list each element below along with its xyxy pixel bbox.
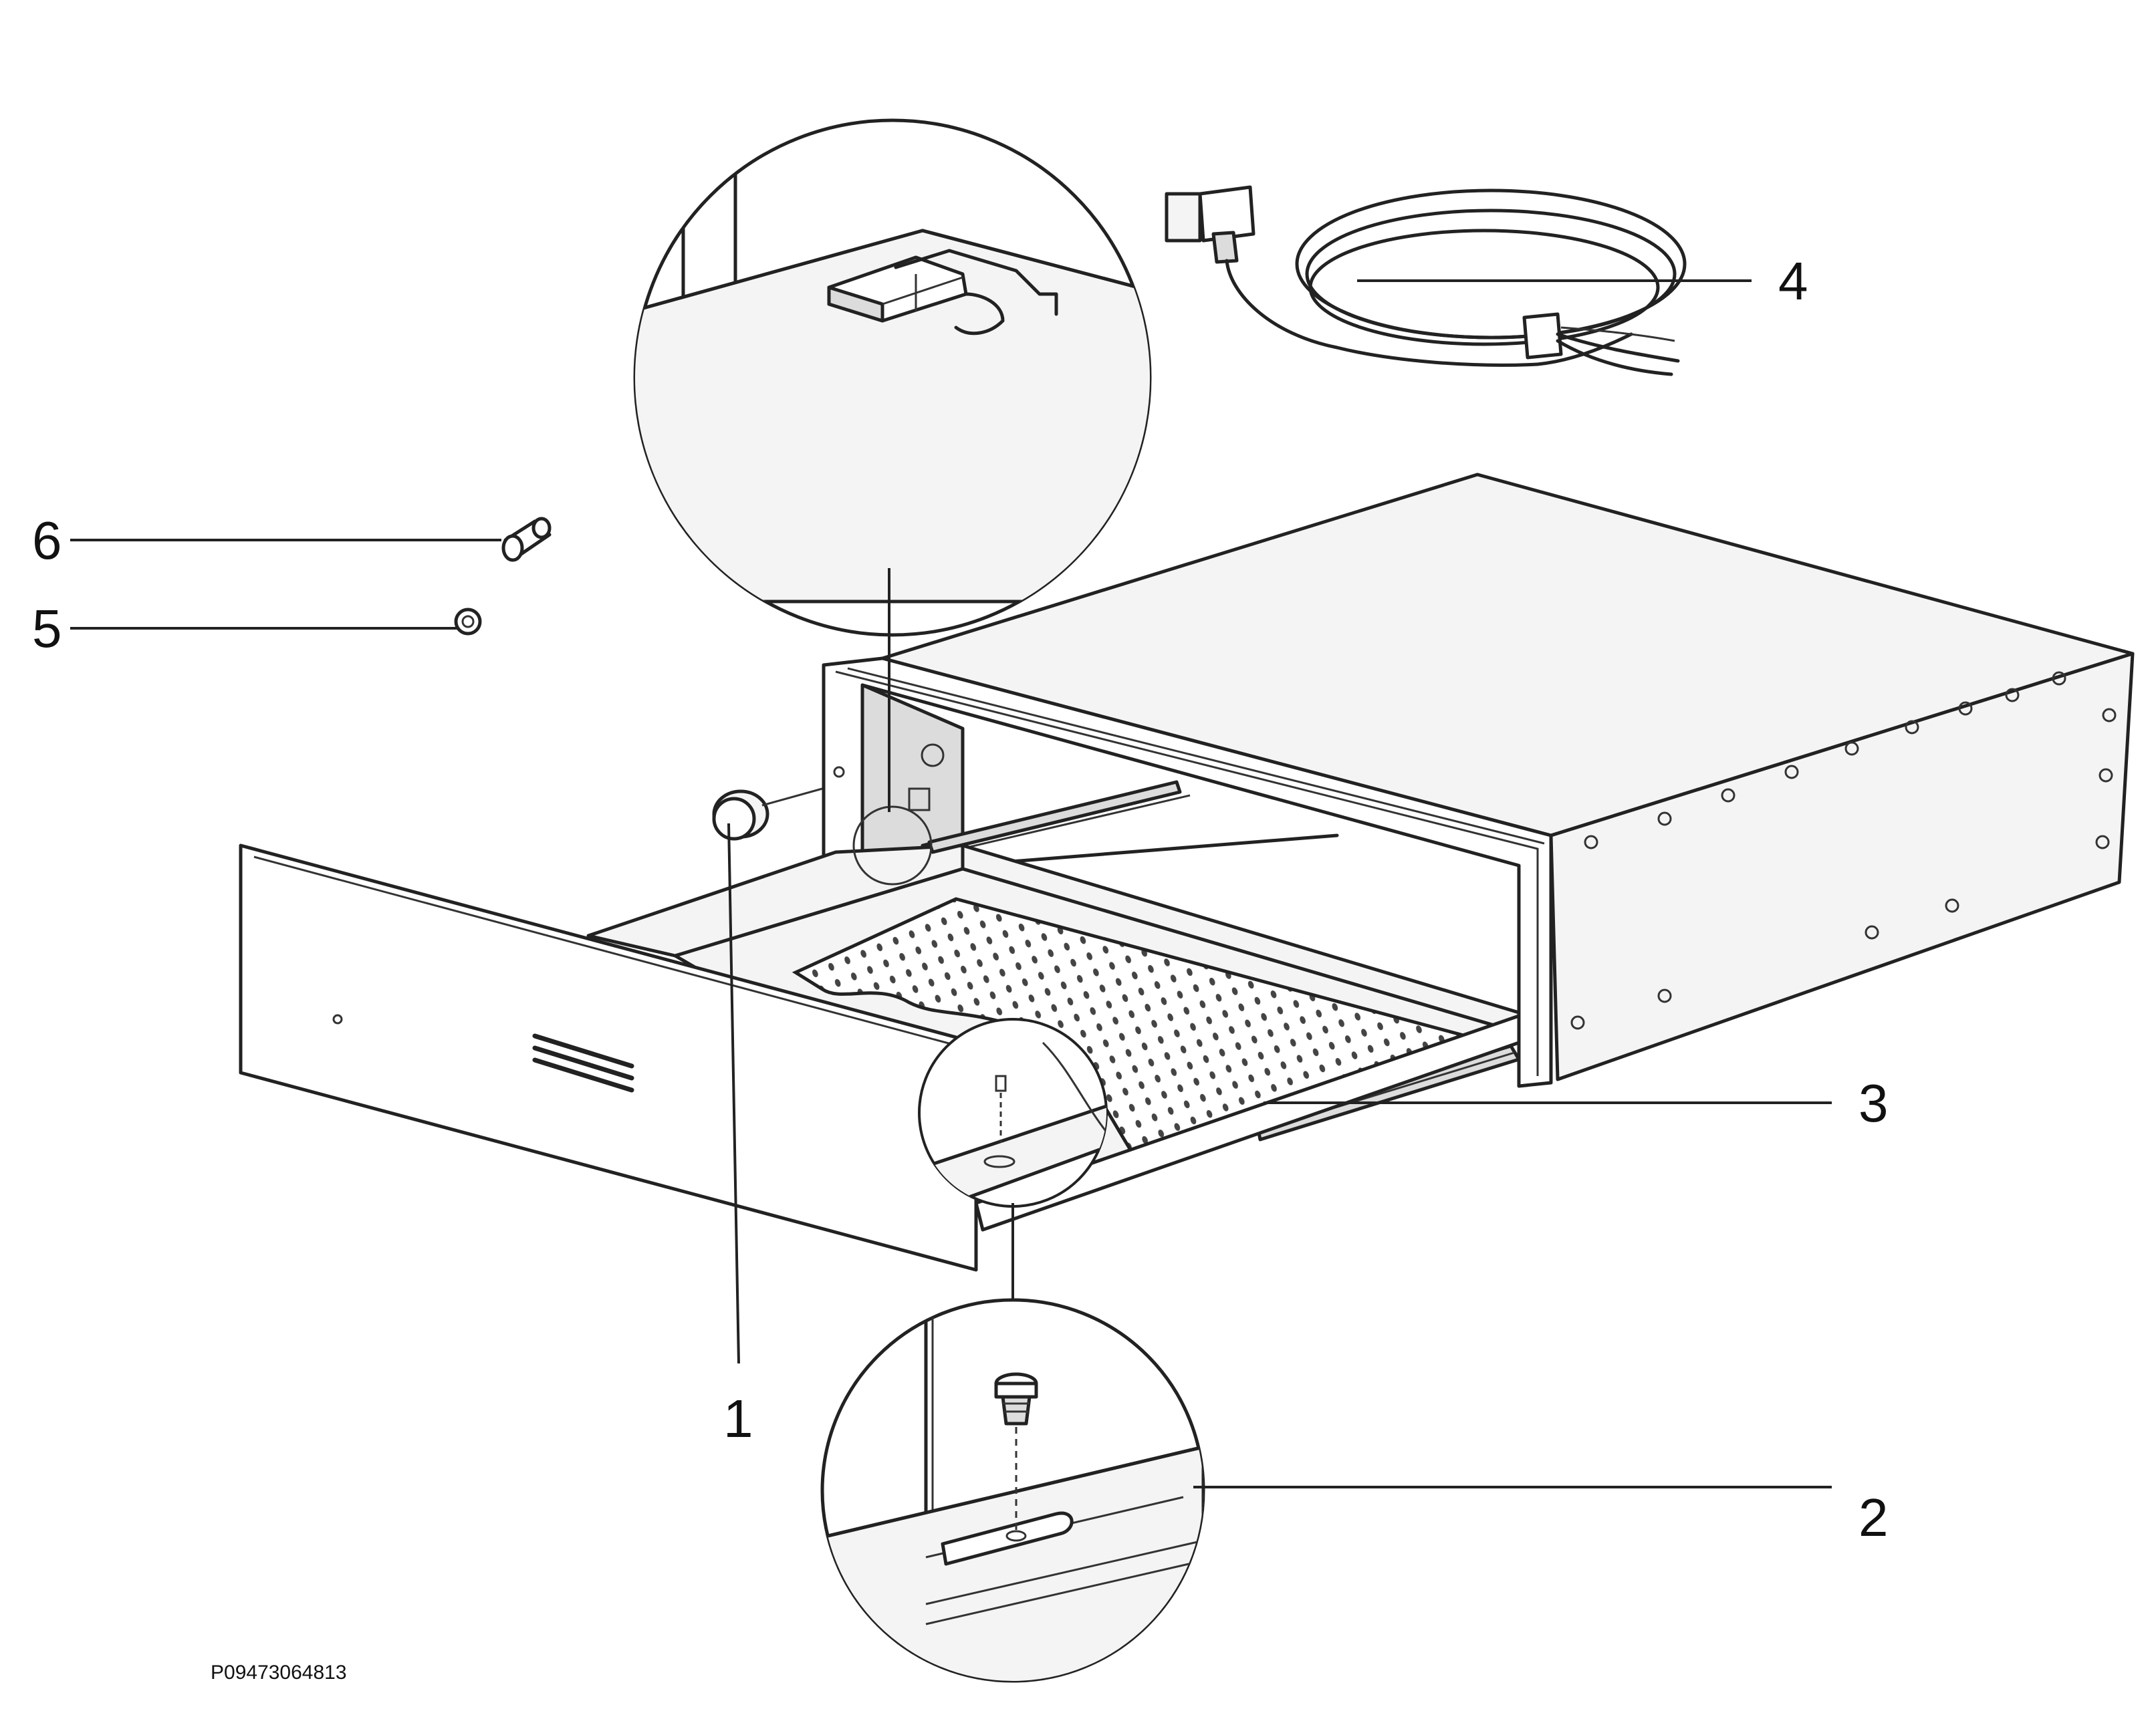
drawer — [239, 780, 1521, 1272]
power-cable — [1165, 185, 1687, 376]
knob — [712, 787, 823, 841]
spacer-pin — [501, 517, 552, 562]
cabinet-housing — [822, 473, 2135, 1088]
callout-3: 3 — [1859, 1073, 1889, 1133]
drawing-code: P09473064813 — [211, 1662, 347, 1684]
drawer-handle — [532, 1033, 634, 1093]
callout-4: 4 — [1778, 251, 1808, 311]
detail-marker-circle-lower — [918, 1018, 1108, 1208]
callout-5: 5 — [32, 599, 62, 658]
nut — [454, 608, 482, 636]
screw — [994, 1372, 1038, 1531]
callout-2: 2 — [1859, 1488, 1889, 1547]
leader-lines — [70, 279, 1832, 1488]
detail-marker-circle-upper — [852, 805, 933, 886]
top-detail-circle — [633, 118, 1152, 637]
callout-1: 1 — [723, 1389, 753, 1448]
housing-screws — [1570, 671, 2117, 1030]
bottom-detail-circle — [820, 1298, 1205, 1683]
callout-6: 6 — [32, 511, 62, 570]
